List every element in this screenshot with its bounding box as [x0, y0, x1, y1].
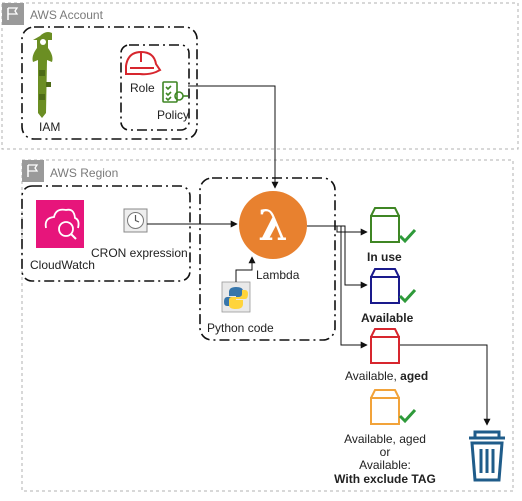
lambda-to-aged-arrow — [307, 225, 368, 349]
ebs-volume-icon — [370, 268, 400, 304]
helmet-icon — [125, 50, 162, 76]
cron-label: CRON expression — [91, 246, 188, 260]
policy-to-lambda-arrow — [188, 85, 279, 189]
cloudwatch-cluster — [21, 185, 191, 282]
trash-icon — [469, 430, 505, 482]
role-policy-cluster — [120, 44, 190, 131]
ebs-volume-icon — [370, 328, 400, 364]
ebs-volume-icon — [370, 389, 400, 425]
aged-label: Available, aged — [345, 369, 428, 383]
role-label: Role — [130, 81, 155, 95]
policy-document-icon — [162, 81, 188, 103]
aws-region-label: AWS Region — [50, 166, 119, 180]
lambda-cluster — [199, 177, 336, 341]
aged-to-trash-arrow — [399, 344, 491, 426]
flag-icon — [2, 3, 24, 25]
ebs-volume-icon — [370, 207, 400, 243]
aws-account-label: AWS Account — [30, 8, 103, 22]
check-icon — [398, 228, 417, 244]
excluded-label-line3: Available: — [359, 458, 411, 472]
excluded-label-line4: With exclude TAG — [334, 472, 436, 486]
iam-cluster — [21, 26, 198, 140]
excluded-label-line1: Available, aged — [344, 432, 426, 446]
python-label: Python code — [207, 321, 274, 335]
lambda-label: Lambda — [256, 268, 300, 282]
aged-label-bold: aged — [400, 369, 429, 383]
key-icon — [32, 32, 53, 118]
lambda-to-inuse-arrow — [307, 225, 368, 236]
aws-region-group — [21, 159, 514, 492]
connectors — [147, 85, 491, 426]
policy-label: Policy — [157, 108, 190, 122]
cloudwatch-icon — [36, 200, 84, 248]
lambda-to-available-arrow — [307, 225, 368, 289]
python-to-lambda-arrow — [235, 256, 256, 282]
aged-label-prefix: Available, — [345, 369, 401, 383]
check-icon — [398, 408, 417, 424]
region-flag-icon — [22, 160, 44, 182]
aws-account-group — [1, 2, 519, 150]
available-label: Available — [361, 311, 414, 325]
in-use-label: In use — [367, 250, 402, 264]
lambda-icon: λ — [239, 191, 307, 259]
iam-label: IAM — [39, 120, 61, 134]
excluded-label-line2: or — [379, 445, 391, 459]
clock-icon — [123, 208, 148, 233]
svg-text:λ: λ — [258, 201, 287, 250]
cloudwatch-label: CloudWatch — [30, 258, 95, 272]
python-icon — [221, 281, 251, 313]
check-icon — [398, 288, 417, 304]
